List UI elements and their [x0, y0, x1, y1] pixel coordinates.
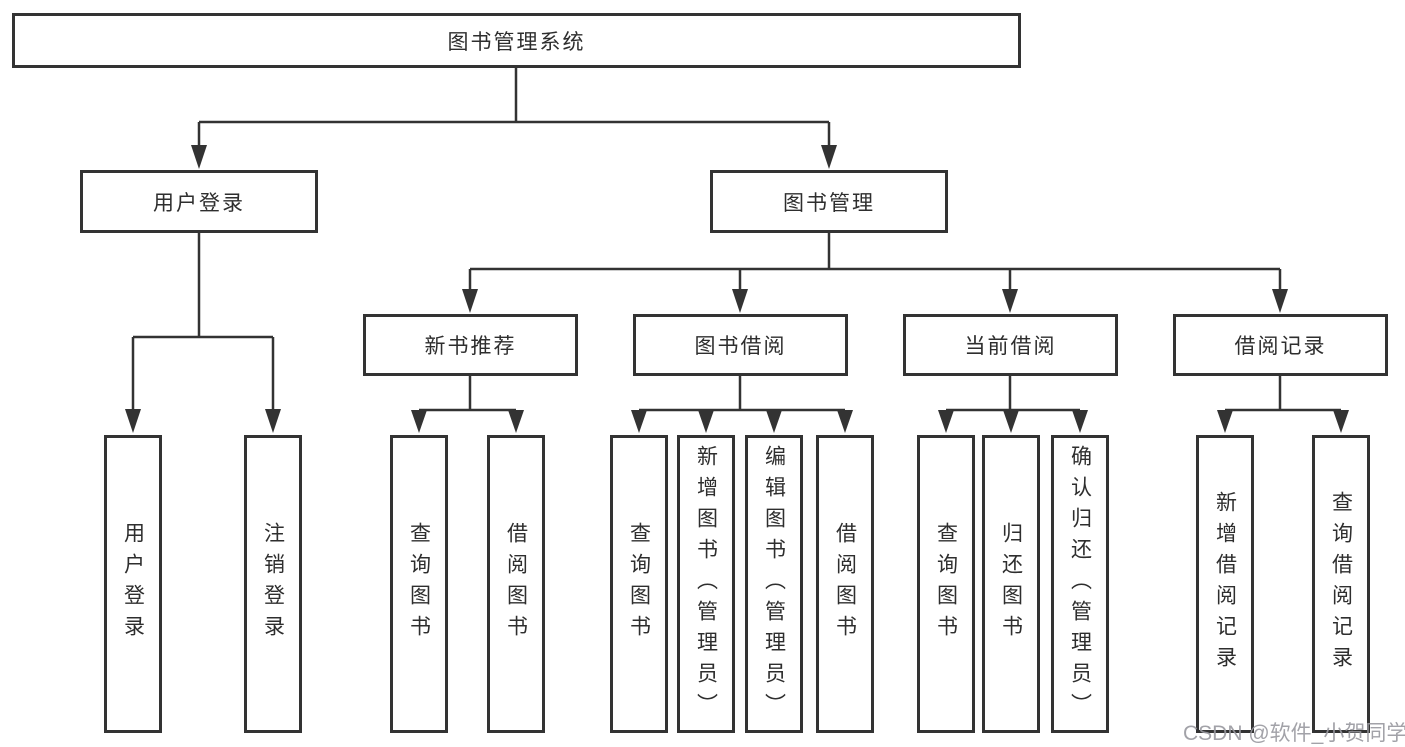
- csdn-watermark: CSDN @软件_小贺同学: [1183, 722, 1405, 745]
- node-book-management: 图书管理: [710, 170, 948, 233]
- node-book-borrowing: 图书借阅: [633, 314, 848, 376]
- node-leaf-query-borrow-record: 查询借阅记录: [1312, 435, 1370, 733]
- node-leaf-user-login: 用户登录: [104, 435, 162, 733]
- node-leaf-edit-books-admin: 编辑图书（管理员）: [745, 435, 803, 733]
- node-leaf-borrow-books-recommend: 借阅图书: [487, 435, 545, 733]
- node-borrowing-records: 借阅记录: [1173, 314, 1388, 376]
- node-leaf-add-borrow-record: 新增借阅记录: [1196, 435, 1254, 733]
- node-library-management-system: 图书管理系统: [12, 13, 1021, 68]
- node-leaf-query-books-recommend: 查询图书: [390, 435, 448, 733]
- node-leaf-borrow-books-borrowing: 借阅图书: [816, 435, 874, 733]
- node-leaf-query-books-borrowing: 查询图书: [610, 435, 668, 733]
- node-user-login: 用户登录: [80, 170, 318, 233]
- node-leaf-logout: 注销登录: [244, 435, 302, 733]
- node-leaf-query-books-current: 查询图书: [917, 435, 975, 733]
- node-leaf-add-books-admin: 新增图书（管理员）: [677, 435, 735, 733]
- node-leaf-return-books: 归还图书: [982, 435, 1040, 733]
- node-current-borrowing: 当前借阅: [903, 314, 1118, 376]
- node-new-book-recommendation: 新书推荐: [363, 314, 578, 376]
- node-leaf-confirm-return-admin: 确认归还（管理员）: [1051, 435, 1109, 733]
